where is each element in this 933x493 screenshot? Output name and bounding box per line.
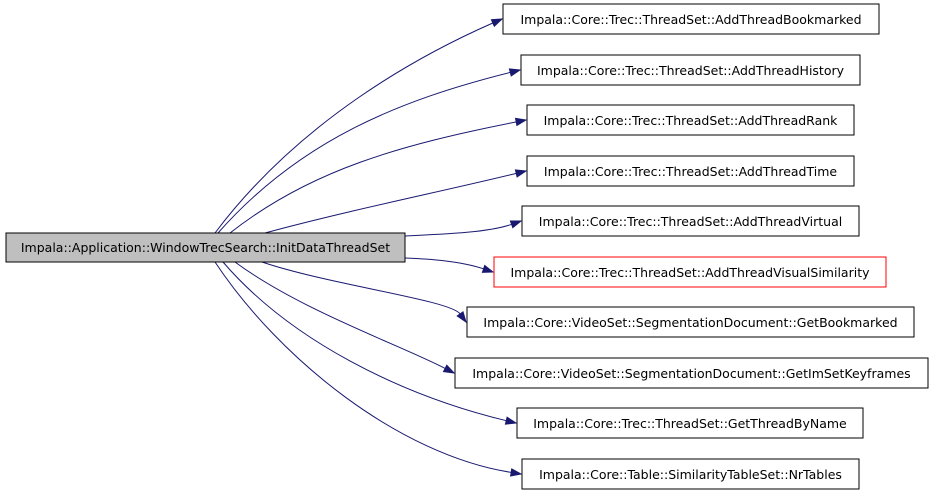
edge-to-add-thread-history	[217, 71, 511, 234]
edge-arrowhead-get-im-set-keyframes	[442, 364, 456, 374]
call-nodes: Impala::Application::WindowTrecSearch::I…	[5, 3, 929, 490]
edge-to-add-thread-virtual	[404, 223, 512, 237]
node-add-thread-time-label: Impala::Core::Trec::ThreadSet::AddThread…	[544, 164, 837, 179]
node-add-thread-rank[interactable]: Impala::Core::Trec::ThreadSet::AddThread…	[526, 104, 855, 136]
edge-arrowhead-add-thread-rank	[514, 117, 528, 127]
node-get-bookmarked-label: Impala::Core::VideoSet::SegmentationDocu…	[483, 315, 897, 330]
node-add-thread-virtual-label: Impala::Core::Trec::ThreadSet::AddThread…	[539, 214, 842, 229]
node-nr-tables-label: Impala::Core::Table::SimilarityTableSet:…	[539, 467, 842, 482]
edge-arrowhead-nr-tables	[509, 468, 523, 477]
edge-arrowhead-add-thread-time	[514, 169, 528, 178]
node-init-data-thread-set-label: Impala::Application::WindowTrecSearch::I…	[21, 240, 390, 255]
node-add-thread-history[interactable]: Impala::Core::Trec::ThreadSet::AddThread…	[520, 54, 861, 86]
edge-to-nr-tables	[214, 261, 512, 473]
node-init-data-thread-set[interactable]: Impala::Application::WindowTrecSearch::I…	[5, 232, 406, 263]
node-nr-tables-box	[521, 458, 860, 490]
node-add-thread-bookmarked[interactable]: Impala::Core::Trec::ThreadSet::AddThread…	[502, 3, 880, 35]
node-add-thread-history-box	[520, 54, 861, 86]
node-add-thread-virtual-box	[521, 205, 860, 237]
node-get-thread-by-name-label: Impala::Core::Trec::ThreadSet::GetThread…	[533, 416, 847, 431]
node-get-im-set-keyframes-box	[454, 357, 929, 389]
node-get-thread-by-name[interactable]: Impala::Core::Trec::ThreadSet::GetThread…	[516, 407, 864, 439]
edge-to-get-im-set-keyframes	[234, 261, 446, 369]
edge-arrowhead-get-thread-by-name	[504, 416, 518, 425]
node-add-thread-visual-similarity[interactable]: Impala::Core::Trec::ThreadSet::AddThread…	[493, 256, 887, 288]
node-nr-tables[interactable]: Impala::Core::Table::SimilarityTableSet:…	[521, 458, 860, 490]
node-add-thread-visual-similarity-label: Impala::Core::Trec::ThreadSet::AddThread…	[511, 265, 871, 280]
edge-arrowhead-add-thread-virtual	[509, 220, 523, 229]
node-add-thread-rank-box	[526, 104, 855, 136]
node-get-im-set-keyframes[interactable]: Impala::Core::VideoSet::SegmentationDocu…	[454, 357, 929, 389]
edge-to-add-thread-bookmarked	[214, 22, 494, 234]
edge-arrowhead-get-bookmarked	[456, 310, 467, 324]
node-get-thread-by-name-box	[516, 407, 864, 439]
edge-arrowhead-add-thread-visual-similarity	[481, 264, 495, 273]
edge-arrowhead-add-thread-bookmarked	[490, 18, 504, 28]
node-get-bookmarked[interactable]: Impala::Core::VideoSet::SegmentationDocu…	[466, 306, 915, 338]
node-add-thread-bookmarked-label: Impala::Core::Trec::ThreadSet::AddThread…	[520, 12, 861, 27]
node-add-thread-time-box	[526, 155, 855, 187]
edge-to-add-thread-visual-similarity	[404, 257, 484, 270]
call-edges	[214, 18, 528, 477]
node-add-thread-time[interactable]: Impala::Core::Trec::ThreadSet::AddThread…	[526, 155, 855, 187]
node-get-im-set-keyframes-label: Impala::Core::VideoSet::SegmentationDocu…	[472, 366, 910, 381]
node-get-bookmarked-box	[466, 306, 915, 338]
node-add-thread-visual-similarity-box	[493, 256, 887, 288]
node-init-data-thread-set-box	[5, 232, 406, 263]
node-add-thread-rank-label: Impala::Core::Trec::ThreadSet::AddThread…	[544, 113, 839, 128]
edge-to-get-bookmarked	[261, 261, 461, 315]
node-add-thread-bookmarked-box	[502, 3, 880, 35]
edge-arrowhead-add-thread-history	[508, 68, 522, 77]
edge-to-add-thread-rank	[229, 121, 517, 234]
node-add-thread-virtual[interactable]: Impala::Core::Trec::ThreadSet::AddThread…	[521, 205, 860, 237]
node-add-thread-history-label: Impala::Core::Trec::ThreadSet::AddThread…	[537, 63, 845, 78]
edge-to-add-thread-time	[264, 172, 517, 234]
edge-to-get-thread-by-name	[222, 261, 507, 422]
